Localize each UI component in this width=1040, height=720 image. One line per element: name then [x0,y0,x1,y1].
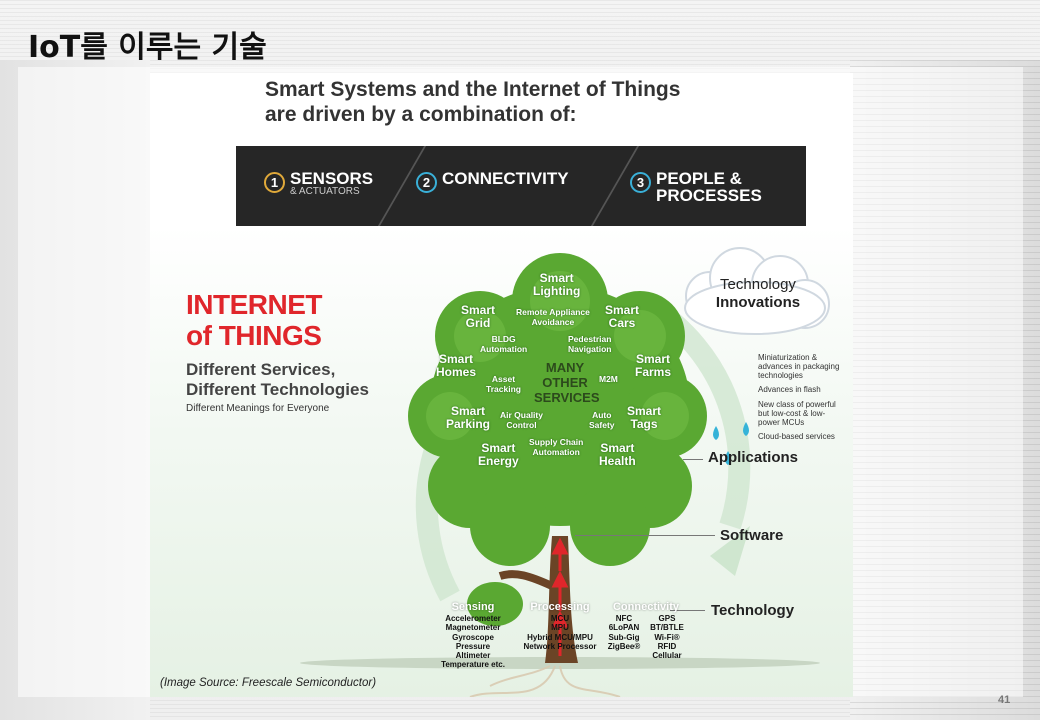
processing-item: Network Processor [523,641,597,651]
iot-subtitle-line-1: Different Services, [186,360,336,379]
leaf-m2m: M2M [599,374,618,384]
processing-item: Hybrid MCU/MPU [527,632,593,642]
iot-title-line-2: of THINGS [186,320,322,351]
leaf-asset-tracking: Asset Tracking [486,374,521,394]
connectivity-item: GPS [658,614,676,623]
connectivity-column-2: GPS BT/BTLE Wi-Fi® RFID Cellular [647,614,687,660]
roots-connectivity: Connectivity NFC 6LoPAN Sub-Gig ZigBee® … [605,600,687,660]
leaf-bldg-automation: BLDG Automation [480,334,528,354]
pillar-number: 2 [416,172,437,193]
connectivity-item: 6LoPAN [608,623,640,633]
roots-sensing: Sensing Accelerometer Magnetometer Gyros… [434,600,512,670]
roots-processing: Processing MCU MPU Hybrid MCU/MPU Networ… [517,600,603,651]
pillar-number: 1 [264,172,285,193]
iot-subtitle-line-2: Different Technologies [186,380,369,399]
layer-software: Software [720,527,784,544]
connectivity-item: NFC [615,614,633,623]
sensing-item: Temperature etc. [441,660,505,670]
connectivity-item: ZigBee® [607,641,641,651]
pillar-label-line-2: PROCESSES [656,186,762,205]
roots-processing-heading: Processing [530,601,590,613]
pillar-number: 3 [630,172,651,193]
innovation-item: Miniaturization & advances in packaging … [758,353,840,380]
software-connector [575,535,715,536]
leaf-auto-safety: Auto Safety [589,410,615,430]
cloud [684,247,830,335]
cloud-text: Technology Innovations [703,276,813,312]
pillar-label: SENSORS [290,169,374,188]
connectivity-item: Cellular [652,651,682,661]
pillar-label-line-1: PEOPLE & [656,169,742,188]
innovation-item: Advances in flash [758,385,821,394]
layer-technology: Technology [711,602,795,619]
connectivity-item: Sub-Gig [608,632,640,642]
water-drops [713,422,749,465]
sensing-item: Gyroscope [452,632,494,642]
leaf-smart-parking: Smart Parking [446,404,491,431]
leaf-remote-appliance: Remote Appliance Avoidance [516,307,590,327]
tree-branch [498,570,554,590]
leaf-smart-homes: Smart Homes [436,352,477,379]
layer-applications: Applications [708,449,799,466]
connectivity-item: BT/BTLE [650,623,684,633]
leaf-smart-energy: Smart Energy [478,441,519,468]
iot-tagline: Different Meanings for Everyone [186,403,330,414]
pillars-band: 1 SENSORS & ACTUATORS 2 CONNECTIVITY 3 P… [236,146,806,226]
leaf-smart-health: Smart Health [599,441,636,468]
roots-sensing-heading: Sensing [451,601,495,613]
pillar-label: CONNECTIVITY [442,169,569,188]
headline-line-2: are driven by a combination of: [265,103,577,126]
leaf-smart-cars: Smart Cars [605,303,640,330]
technology-connector [670,610,705,611]
connectivity-item: Wi-Fi® [654,632,680,642]
crown-highlights [426,271,689,440]
sensing-item: Magnetometer [445,623,501,633]
infographic-headline: Smart Systems and the Internet of Things… [265,77,825,127]
innovation-item: Cloud-based services [758,432,835,441]
leaf-pedestrian-navigation: Pedestrian Navigation [568,334,612,354]
leaf-smart-tags: Smart Tags [627,404,662,431]
small-foliage [467,582,523,626]
iot-infographic: Smart Systems and the Internet of Things… [150,73,853,697]
cloud-text-line-1: Technology [720,276,796,293]
connectivity-item: RFID [657,641,677,651]
page-number: 41 [998,694,1011,706]
many-other-services: MANY OTHER SERVICES [534,360,600,405]
processing-item: MCU [550,614,570,623]
growth-arrows [551,537,569,656]
cloud-text-line-2: Innovations [715,294,801,311]
leaf-smart-farms: Smart Farms [635,352,672,379]
image-source-caption: (Image Source: Freescale Semiconductor) [160,677,377,689]
sensing-item: Accelerometer [445,614,501,623]
pillar-sublabel: & ACTUATORS [290,186,360,197]
applications-connector [683,459,703,460]
tree-illustration [300,247,830,697]
leaf-supply-chain: Supply Chain Automation [529,437,584,457]
cycle-arrow-head [710,526,750,576]
leaf-smart-grid: Smart Grid [461,303,496,330]
sensing-item: Pressure [455,641,491,651]
connectivity-column-1: NFC 6LoPAN Sub-Gig ZigBee® [605,614,643,660]
tree-roots [469,665,621,697]
iot-title: INTERNET of THINGS [186,289,323,351]
roots-connectivity-heading: Connectivity [612,601,679,613]
processing-item: MPU [551,623,569,633]
innovation-item: New class of powerful but low-cost & low… [758,400,836,427]
iot-subtitle: Different Services, Different Technologi… [186,360,369,400]
slide-title: IoT를 이루는 기술 [28,30,267,65]
iot-title-line-1: INTERNET [186,289,323,320]
leaf-air-quality: Air Quality Control [500,410,543,430]
sensing-item: Altimeter [455,651,491,661]
headline-line-1: Smart Systems and the Internet of Things [265,78,681,101]
leaf-smart-lighting: Smart Lighting [533,271,581,298]
